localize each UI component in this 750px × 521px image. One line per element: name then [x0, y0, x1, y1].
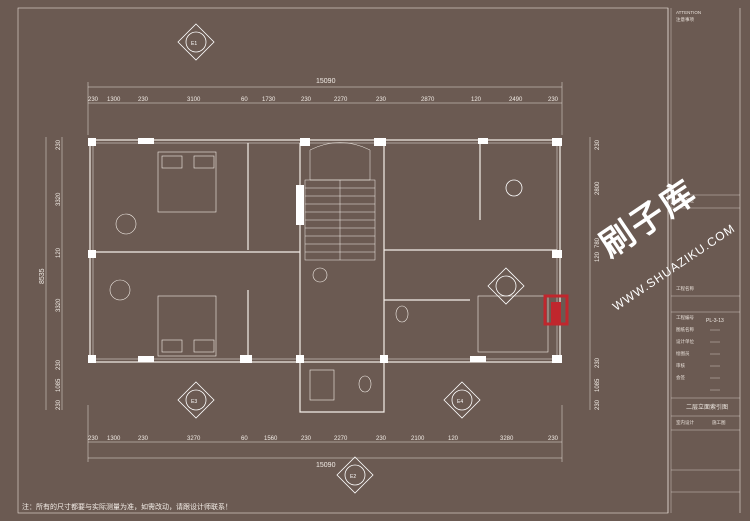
bathroom-fixtures — [309, 305, 409, 401]
elevation-mark-bottom-right: E4 — [443, 381, 481, 419]
bottom-dim-7: 2270 — [334, 436, 348, 442]
elevation-mark-upper-right — [505, 179, 523, 197]
tb-field-4: 设计单位 — [676, 338, 694, 345]
bottom-dim-8: 230 — [376, 436, 387, 442]
left-dim-4: 230 — [56, 359, 62, 370]
tb-field-5: 绘图员 — [676, 350, 690, 357]
staircase — [304, 142, 376, 261]
tb-field-7: 会签 — [676, 374, 685, 381]
right-dim-4: 230 — [595, 357, 601, 368]
wall-solid-blocks — [88, 138, 562, 363]
armchairs — [109, 213, 328, 301]
svg-text:E1: E1 — [191, 41, 197, 47]
left-dim-2: 120 — [56, 247, 62, 258]
top-dim-8: 230 — [376, 97, 387, 103]
footnote: 注：所有的尺寸都要与实际测量为准，如需改动，请跟设计师联系！ — [22, 504, 232, 511]
overall-bottom-dim: 15090 — [316, 462, 336, 469]
right-dim-5: 1085 — [595, 378, 601, 392]
bottom-dim-4: 60 — [241, 436, 248, 442]
top-dim-0: 230 — [88, 97, 99, 103]
tb-field-2: 工程编号 — [676, 314, 694, 321]
bottom-dims: 230 1300 230 3270 60 1560 230 2270 230 2… — [88, 436, 559, 442]
bottom-dim-0: 230 — [88, 436, 99, 442]
bottom-dim-12: 230 — [548, 436, 559, 442]
tb-field-6: 审核 — [676, 362, 685, 369]
svg-text:E3: E3 — [191, 399, 197, 405]
left-total-dim: 8535 — [39, 268, 46, 284]
elevation-mark-bottom-left: E3 — [177, 381, 215, 419]
right-dim-3: 120 — [595, 251, 601, 262]
bottom-dim-10: 120 — [448, 436, 459, 442]
svg-text:E4: E4 — [457, 399, 463, 405]
top-dimension-lines — [87, 82, 563, 135]
top-dim-2: 230 — [138, 97, 149, 103]
top-dims: 230 1300 230 3100 60 1730 230 2270 230 2… — [88, 97, 559, 103]
left-dim-5: 1085 — [56, 378, 62, 392]
elevation-mark-right — [487, 267, 525, 305]
elevation-mark-top: E1 — [177, 23, 215, 61]
drawing-number: PL-3-13 — [706, 318, 724, 324]
top-dim-1: 1300 — [107, 97, 121, 103]
top-dim-12: 230 — [548, 97, 559, 103]
left-dims: 230 3320 120 3320 230 1085 230 8535 — [39, 139, 62, 410]
tb-field-0: 建设单位 — [676, 197, 694, 204]
top-dim-3: 3100 — [187, 97, 201, 103]
construction-label: 施工图 — [712, 419, 726, 426]
top-dim-7: 2270 — [334, 97, 348, 103]
design-label: 室内设计 — [676, 419, 694, 426]
watermark-brush-icon — [543, 294, 569, 326]
title-block: ATTENTION 注意事项 建设单位 工程名称 工程编号 PL-3-13 图纸… — [667, 8, 741, 513]
left-dimension-lines — [45, 137, 63, 410]
bottom-dim-6: 230 — [301, 436, 312, 442]
right-dim-6: 230 — [595, 399, 601, 410]
top-dim-10: 120 — [471, 97, 482, 103]
tb-field-3: 图纸名称 — [676, 326, 694, 333]
left-dim-0: 230 — [56, 139, 62, 150]
drawing-title: 二层立面索引图 — [686, 403, 728, 411]
bottom-dim-2: 230 — [138, 436, 149, 442]
top-dim-9: 2870 — [421, 97, 435, 103]
bottom-dimension-lines — [87, 405, 563, 462]
top-dim-4: 60 — [241, 97, 248, 103]
bottom-dim-5: 1560 — [264, 436, 278, 442]
elevation-mark-bottom: E2 — [336, 456, 374, 494]
left-dim-3: 3320 — [56, 298, 62, 312]
attention-cn-label: 注意事项 — [676, 16, 694, 23]
bed-lower-left — [157, 295, 217, 357]
top-dim-5: 1730 — [262, 97, 276, 103]
bottom-dim-9: 2100 — [411, 436, 425, 442]
right-dim-0: 230 — [595, 139, 601, 150]
overall-top-dim: 15090 — [316, 78, 336, 85]
left-dim-1: 3320 — [56, 192, 62, 206]
bottom-dim-11: 3280 — [500, 436, 514, 442]
right-dims: 230 2800 780 120 230 1085 230 — [595, 139, 601, 410]
left-dim-6: 230 — [56, 399, 62, 410]
top-dim-6: 230 — [301, 97, 312, 103]
bottom-dim-3: 3270 — [187, 436, 201, 442]
tb-field-1: 工程名称 — [676, 285, 694, 292]
right-dim-2: 780 — [595, 237, 601, 248]
attention-label: ATTENTION — [676, 10, 701, 15]
bed-upper-left — [157, 151, 217, 213]
bottom-dim-1: 1300 — [107, 436, 121, 442]
svg-text:E2: E2 — [350, 474, 356, 480]
top-dim-11: 2490 — [509, 97, 523, 103]
right-dim-1: 2800 — [595, 181, 601, 195]
